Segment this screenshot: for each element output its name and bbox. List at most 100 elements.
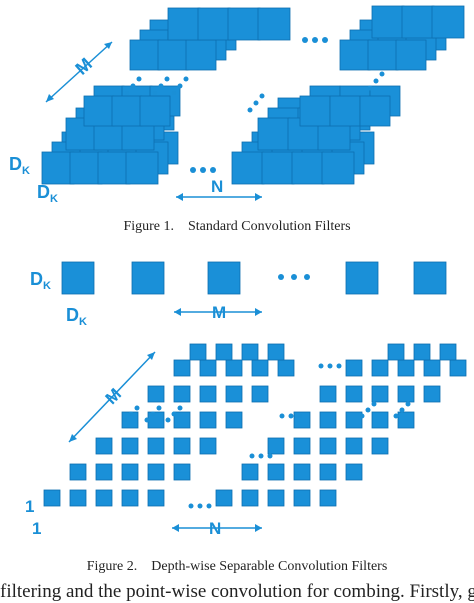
pointwise-square	[319, 437, 337, 455]
filter-square	[231, 151, 265, 185]
pointwise-square	[95, 463, 113, 481]
pointwise-square	[319, 489, 337, 507]
pointwise-square	[173, 385, 191, 403]
ellipsis-diagonal-group	[122, 401, 411, 423]
dk-label-width: DK	[37, 182, 58, 205]
pointwise-square	[387, 343, 405, 361]
depthwise-square	[131, 261, 165, 295]
pointwise-square	[413, 343, 431, 361]
pointwise-square	[345, 385, 363, 403]
filter-square	[299, 95, 331, 127]
ellipsis-horizontal-middle	[249, 413, 303, 459]
pointwise-square	[345, 437, 363, 455]
pointwise-square	[345, 411, 363, 429]
n-dimension-arrow	[172, 524, 262, 532]
filter-square	[139, 95, 171, 127]
pointwise-square	[293, 411, 311, 429]
pointwise-square	[147, 489, 165, 507]
pointwise-square	[371, 359, 389, 377]
filter-square	[41, 151, 75, 185]
figure-2-caption: Figure 2.Depth-wise Separable Convolutio…	[86, 559, 388, 574]
pointwise-square	[225, 385, 243, 403]
pointwise-square	[251, 359, 269, 377]
pointwise-square	[423, 385, 441, 403]
n-label: N	[211, 177, 223, 196]
depthwise-square	[413, 261, 447, 295]
pointwise-square	[95, 489, 113, 507]
pointwise-square	[293, 437, 311, 455]
pointwise-square	[277, 359, 295, 377]
pointwise-square	[43, 489, 61, 507]
pointwise-square	[215, 343, 233, 361]
pointwise-square	[147, 437, 165, 455]
pointwise-square	[251, 385, 269, 403]
pointwise-square	[199, 437, 217, 455]
figure-1-caption: Figure 1.Standard Convolution Filters	[123, 219, 351, 234]
pointwise-square	[199, 359, 217, 377]
pointwise-square	[173, 437, 191, 455]
one-label-width: 1	[32, 519, 41, 538]
filter-square	[339, 39, 371, 71]
pointwise-square	[449, 359, 467, 377]
ellipsis-horizontal-top	[302, 37, 328, 43]
pointwise-square	[423, 359, 441, 377]
dk-label-height: DK	[30, 269, 51, 292]
pointwise-square	[121, 437, 139, 455]
filter-square	[261, 151, 295, 185]
filter-square	[157, 39, 189, 71]
pointwise-square	[345, 359, 363, 377]
filter-square	[291, 151, 325, 185]
figure-2-depthwise-row: M DK DK	[30, 261, 447, 328]
pointwise-square	[173, 463, 191, 481]
filter-square	[257, 7, 291, 41]
filter-square	[83, 95, 115, 127]
pointwise-square	[225, 411, 243, 429]
m-label: M	[212, 303, 226, 322]
pointwise-square	[95, 437, 113, 455]
pointwise-square	[199, 385, 217, 403]
filter-stack-left	[41, 7, 291, 185]
filter-square	[125, 151, 159, 185]
ellipsis-horizontal-top	[318, 363, 342, 369]
one-label-height: 1	[25, 497, 34, 516]
figure-2-pointwise-diagram: M N 1 1	[25, 343, 467, 538]
ellipsis-horizontal-bottom	[188, 503, 212, 509]
pointwise-square	[371, 411, 389, 429]
pointwise-square	[173, 359, 191, 377]
pointwise-square	[199, 411, 217, 429]
filter-square	[185, 39, 217, 71]
filter-square	[321, 151, 355, 185]
pointwise-square	[225, 359, 243, 377]
m-dimension-arrow	[45, 41, 113, 103]
pointwise-square	[371, 385, 389, 403]
dk-label-width: DK	[66, 305, 87, 328]
ellipsis-horizontal	[278, 274, 310, 280]
pointwise-square	[241, 343, 259, 361]
pointwise-square	[439, 343, 457, 361]
filter-square	[431, 5, 465, 39]
depthwise-square	[207, 261, 241, 295]
m-dimension-arrow	[68, 351, 156, 443]
pointwise-square	[267, 343, 285, 361]
pointwise-square	[267, 437, 285, 455]
pointwise-square	[397, 359, 415, 377]
pointwise-square	[69, 463, 87, 481]
filter-stack-right	[231, 5, 465, 185]
pointwise-square	[215, 489, 233, 507]
pointwise-square	[241, 489, 259, 507]
pointwise-square	[319, 463, 337, 481]
filter-square	[167, 7, 201, 41]
pointwise-square	[121, 489, 139, 507]
pointwise-square	[319, 385, 337, 403]
filter-square	[367, 39, 399, 71]
pointwise-square	[267, 463, 285, 481]
filter-square	[197, 7, 231, 41]
body-text-line: filtering and the point-wise convolution…	[0, 581, 474, 602]
dk-label-height: DK	[9, 154, 30, 177]
pointwise-square	[293, 463, 311, 481]
filter-square	[227, 7, 261, 41]
pointwise-square	[371, 437, 389, 455]
pointwise-square	[241, 463, 259, 481]
n-label: N	[209, 519, 221, 538]
pointwise-square	[319, 411, 337, 429]
